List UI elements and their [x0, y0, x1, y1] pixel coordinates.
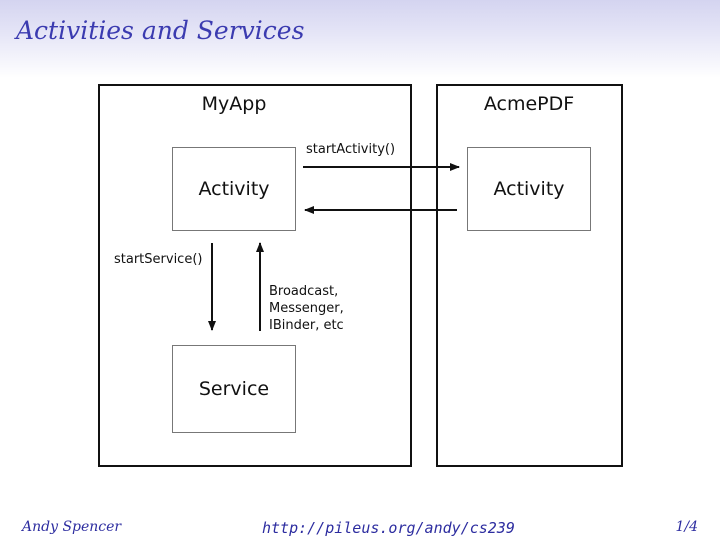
myapp-activity-box: Activity — [172, 147, 296, 231]
acmepdf-activity-box: Activity — [467, 147, 591, 231]
callback-label-line-2: Messenger, — [269, 301, 344, 316]
start-service-label: startService() — [114, 252, 203, 267]
callback-label-line-1: Broadcast, — [269, 284, 339, 299]
slide-title: Activities and Services — [16, 16, 305, 45]
start-activity-label: startActivity() — [306, 142, 396, 157]
footer-author: Andy Spencer — [22, 519, 122, 535]
footer-page-number: 1/4 — [675, 519, 698, 535]
acmepdf-label: AcmePDF — [483, 93, 575, 115]
title-bar — [0, 0, 720, 78]
callback-label: Broadcast, Messenger, IBinder, etc — [269, 283, 344, 334]
footer-url[interactable]: http://pileus.org/andy/cs239 — [262, 519, 515, 537]
service-box: Service — [172, 345, 296, 433]
myapp-label: MyApp — [201, 93, 267, 115]
callback-label-line-3: IBinder, etc — [269, 318, 344, 333]
